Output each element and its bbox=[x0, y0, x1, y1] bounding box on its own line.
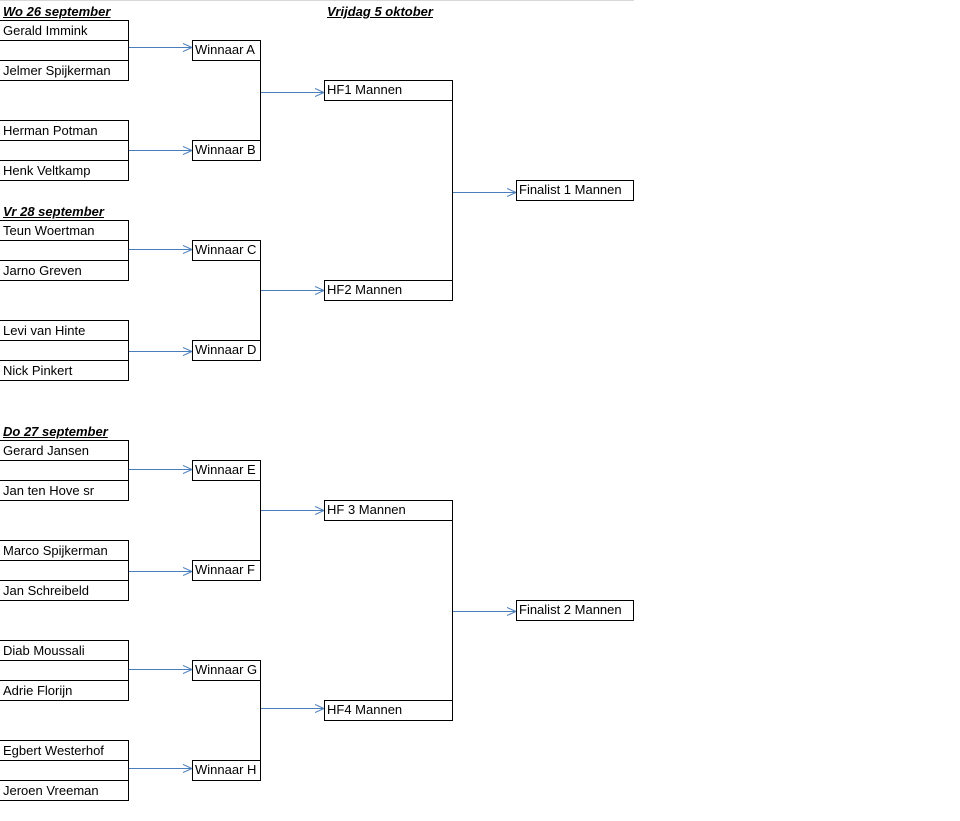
player-name: Adrie Florijn bbox=[3, 683, 73, 698]
round1-arrows bbox=[129, 48, 192, 769]
player-name: Gerald Immink bbox=[3, 23, 88, 38]
semifinal-box-2: HF2 Mannen bbox=[324, 280, 453, 301]
player-name: Jan ten Hove sr bbox=[3, 483, 95, 498]
header-semifinal-day: Vrijdag 5 oktober bbox=[327, 4, 433, 19]
player-name: Jarno Greven bbox=[3, 263, 82, 278]
match-2-pair: Herman Potman Henk Veltkamp bbox=[0, 120, 129, 181]
player-name: Teun Woertman bbox=[3, 223, 95, 238]
player-name: Henk Veltkamp bbox=[3, 163, 91, 178]
header-day-3: Do 27 september bbox=[3, 424, 108, 439]
player-name: Gerard Jansen bbox=[3, 443, 89, 458]
winner-box-c: Winnaar C bbox=[192, 240, 261, 261]
winner-box-h: Winnaar H bbox=[192, 760, 261, 781]
finalist-box-2: Finalist 2 Mannen bbox=[516, 600, 634, 621]
semifinal-box-4: HF4 Mannen bbox=[324, 700, 453, 721]
header-day-1: Wo 26 september bbox=[3, 4, 111, 19]
player-name: Herman Potman bbox=[3, 123, 98, 138]
winner-box-e: Winnaar E bbox=[192, 460, 261, 481]
player-name: Nick Pinkert bbox=[3, 363, 73, 378]
match-1-pair: Gerald Immink Jelmer Spijkerman bbox=[0, 20, 129, 81]
round2-arrows bbox=[261, 93, 324, 709]
match-7-pair: Diab Moussali Adrie Florijn bbox=[0, 640, 129, 701]
round3-arrows bbox=[453, 193, 516, 612]
match-6-pair: Marco Spijkerman Jan Schreibeld bbox=[0, 540, 129, 601]
sheet-top-border bbox=[0, 0, 634, 1]
semifinal-box-1: HF1 Mannen bbox=[324, 80, 453, 101]
player-name: Marco Spijkerman bbox=[3, 543, 108, 558]
winner-box-a: Winnaar A bbox=[192, 40, 261, 61]
match-8-pair: Egbert Westerhof Jeroen Vreeman bbox=[0, 740, 129, 801]
winner-box-g: Winnaar G bbox=[192, 660, 261, 681]
match-3-pair: Teun Woertman Jarno Greven bbox=[0, 220, 129, 281]
winner-box-b: Winnaar B bbox=[192, 140, 261, 161]
player-name: Jeroen Vreeman bbox=[3, 783, 99, 798]
player-name: Jan Schreibeld bbox=[3, 583, 89, 598]
header-day-2: Vr 28 september bbox=[3, 204, 104, 219]
match-4-pair: Levi van Hinte Nick Pinkert bbox=[0, 320, 129, 381]
finalist-box-1: Finalist 1 Mannen bbox=[516, 180, 634, 201]
player-name: Egbert Westerhof bbox=[3, 743, 104, 758]
player-name: Diab Moussali bbox=[3, 643, 85, 658]
winner-box-f: Winnaar F bbox=[192, 560, 261, 581]
player-name: Jelmer Spijkerman bbox=[3, 63, 111, 78]
player-name: Levi van Hinte bbox=[3, 323, 86, 338]
match-5-pair: Gerard Jansen Jan ten Hove sr bbox=[0, 440, 129, 501]
winner-box-d: Winnaar D bbox=[192, 340, 261, 361]
semifinal-box-3: HF 3 Mannen bbox=[324, 500, 453, 521]
